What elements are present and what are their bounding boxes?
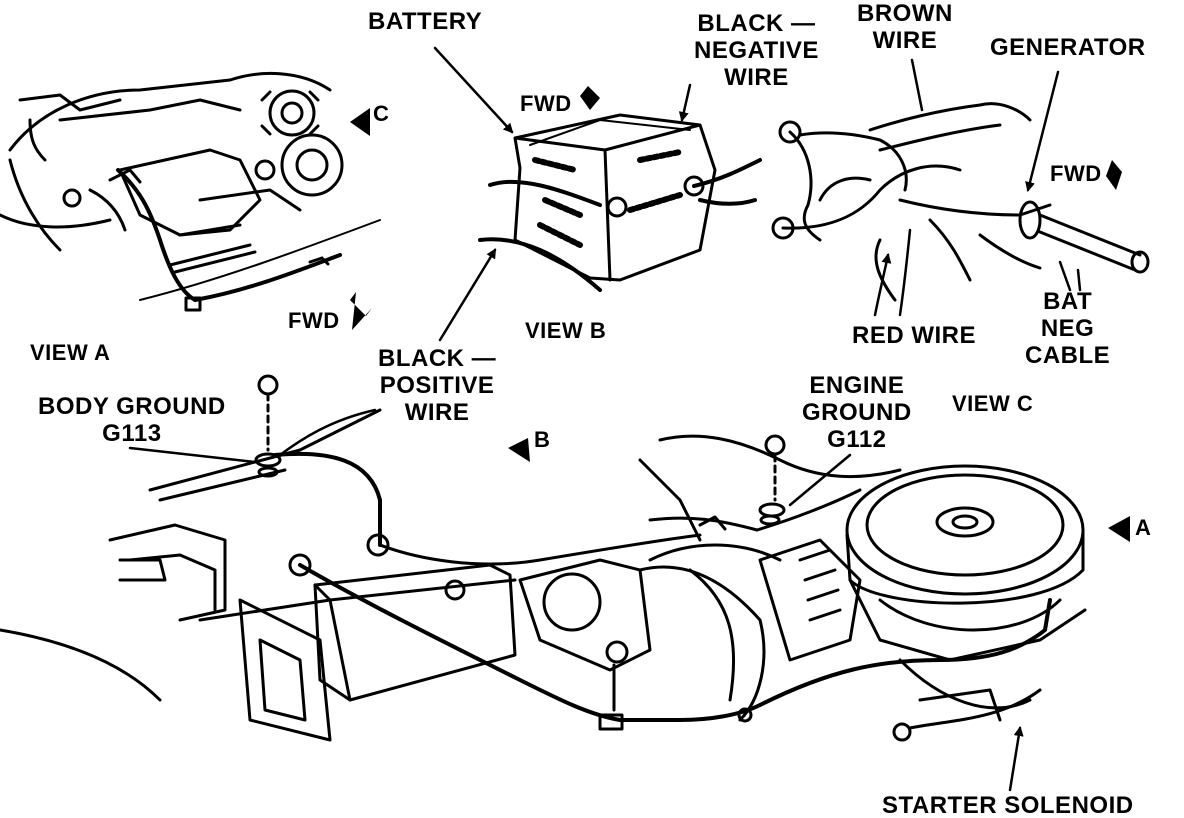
generator-label: GENERATOR xyxy=(990,34,1146,61)
fwd-arrow-view-a xyxy=(350,292,372,330)
leader-lines xyxy=(128,46,1082,792)
fwd-arrow-view-c xyxy=(1106,160,1122,190)
view-a-drawing xyxy=(0,72,381,312)
view-b-label: VIEW B xyxy=(525,318,607,343)
fwd-label-view-c: FWD xyxy=(1050,161,1102,186)
arrow-a-label: A xyxy=(1135,515,1152,540)
view-c-generator xyxy=(771,102,1150,302)
red-wire-label: RED WIRE xyxy=(852,322,976,349)
arrow-c-label: C xyxy=(373,101,390,126)
arrow-b-label: B xyxy=(534,427,551,452)
arrow-a-shape xyxy=(1108,516,1130,542)
direction-arrows xyxy=(350,86,1130,542)
view-c-label: VIEW C xyxy=(952,391,1034,416)
fwd-label-view-b: FWD xyxy=(520,91,572,116)
view-b-battery xyxy=(478,113,762,292)
battery-label: BATTERY xyxy=(368,8,483,35)
arrow-c-shape xyxy=(350,108,370,136)
main-engine-bay xyxy=(0,374,1087,742)
arrow-b-shape xyxy=(508,438,530,462)
fwd-label-view-a: FWD xyxy=(288,308,340,333)
starter-solenoid-label: STARTER SOLENOID xyxy=(882,792,1134,818)
fwd-arrow-view-b xyxy=(580,86,600,110)
view-a-label: VIEW A xyxy=(30,340,111,365)
